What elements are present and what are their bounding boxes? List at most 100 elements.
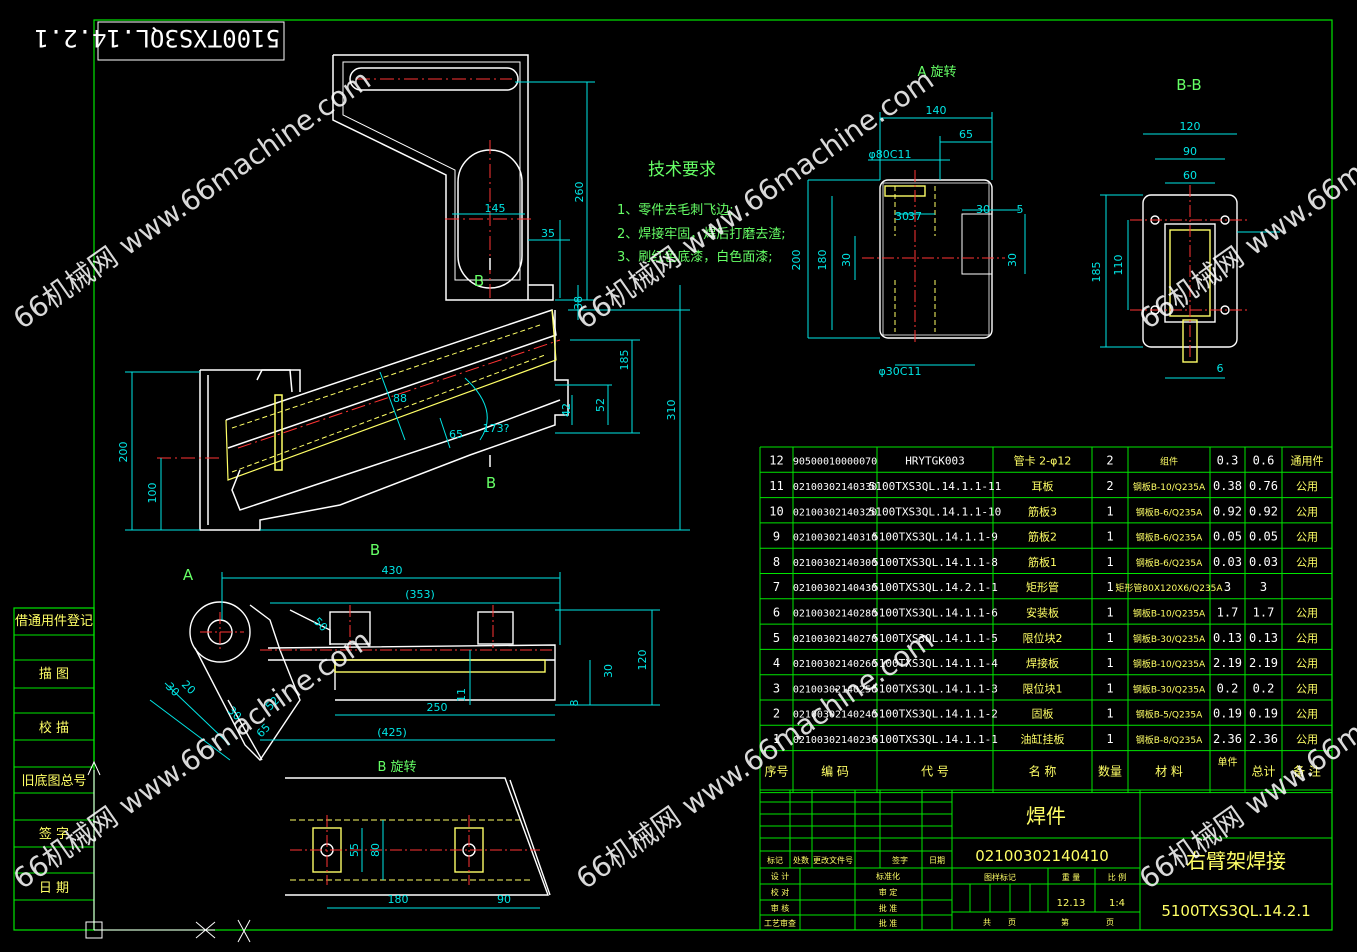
tb-label-count: 处数: [793, 855, 809, 865]
bom-cell-name: 筋板2: [1028, 530, 1057, 544]
bom-header-7: 总计: [1251, 765, 1275, 779]
a-dim-30a: 30: [895, 210, 909, 223]
lower-dim-430: 430: [382, 564, 403, 577]
bom-cell-unit: 0.38: [1213, 479, 1242, 493]
lower-dim-425: (425): [377, 726, 407, 739]
lower-view-centerlines: [200, 605, 555, 652]
dim-310: 310: [665, 400, 678, 421]
view-label-a: A: [183, 566, 194, 584]
bom-header-3: 名 称: [1029, 764, 1057, 779]
bom-cell-note: 通用件: [1291, 455, 1324, 468]
b-rot-dim-180: 180: [388, 893, 409, 906]
a-dim-phi30: φ30C11: [879, 365, 922, 378]
lower-dim-8: 8: [568, 700, 581, 707]
tb-label-approve: 批 准: [879, 903, 898, 913]
side-label-trace: 描 图: [39, 667, 69, 682]
tb-label-change: 更改文件号: [813, 855, 853, 865]
lower-view-dimension-lines: [149, 572, 660, 761]
bb-view-centerlines: [1130, 185, 1250, 360]
bb-view-dimension-lines: [1100, 133, 1280, 379]
bom-cell-ref: 5100TXS3QL.14.1.1-2: [872, 708, 998, 721]
bom-cell-mat: 钢板B-6/Q235A: [1136, 557, 1203, 569]
bom-cell-ref: 5100TXS3QL.14.1.1-9: [872, 531, 998, 544]
bom-cell-note: 公用: [1296, 505, 1318, 518]
b-rot-dim-80: 80: [369, 843, 382, 857]
b-rotated-view-part: [285, 777, 551, 896]
dim-35: 35: [541, 227, 555, 240]
view-label-b-rotated: B 旋转: [377, 760, 416, 775]
bom-cell-ref: 5100TXS3QL.14.1.1-1: [872, 733, 998, 746]
tb-label-scale: 比 例: [1108, 872, 1127, 882]
bom-header-5: 材 料: [1155, 765, 1183, 779]
tb-label-process: 工艺审查: [764, 918, 796, 928]
bom-cell-unit: 0.05: [1213, 530, 1242, 544]
a-view-dimension-lines: [807, 112, 1026, 366]
b-rot-dim-55: 55: [348, 843, 361, 857]
bom-cell-mat: 钢板B-30/Q235A: [1133, 683, 1206, 695]
bb-dim-6: 6: [1217, 362, 1224, 375]
bom-cell-name: 管卡 2-φ12: [1014, 454, 1072, 468]
bom-cell-no: 2: [773, 707, 780, 721]
tech-req-3: 3、刷红色底漆，白色面漆;: [617, 249, 773, 265]
bom-cell-qty: 2: [1106, 454, 1113, 468]
side-registration-column: [14, 634, 94, 901]
section-label-b-mid: B: [370, 541, 380, 559]
bom-cell-mat: 组件: [1160, 456, 1178, 468]
bom-cell-name: 耳板: [1032, 479, 1054, 493]
bom-header-2: 代 号: [921, 765, 949, 779]
watermark-4: 66机械网 www.66machine.com: [7, 623, 377, 896]
bom-cell-unit: 0.03: [1213, 555, 1242, 569]
a-dim-30d: 30: [1006, 253, 1019, 267]
side-label-old-drawing: 旧底图总号: [21, 773, 86, 789]
bom-cell-total: 2.36: [1249, 732, 1278, 746]
lower-dim-11: 11: [455, 688, 468, 702]
bom-cell-name: 焊接板: [1026, 656, 1059, 670]
bom-cell-mat: 钢板B-10/Q235A: [1133, 658, 1206, 670]
bom-cell-mat: 钢板B-30/Q235A: [1133, 633, 1206, 645]
b-rotated-dimension-lines: [327, 820, 540, 909]
tb-label-design: 设 计: [771, 871, 790, 881]
tb-label-page: 第: [1061, 917, 1069, 927]
a-dim-37: 37: [908, 210, 922, 223]
dim-65: 65: [449, 428, 463, 441]
bb-dim-120: 120: [1180, 120, 1201, 133]
bom-cell-mat: 矩形管80X120X6/Q235A: [1115, 582, 1223, 594]
bom-cell-qty: 1: [1106, 656, 1113, 670]
watermark-3: 66机械网 www.66machine.com: [1133, 63, 1357, 336]
tb-label-review: 审 核: [771, 903, 790, 913]
bom-cell-total: 2.19: [1249, 656, 1278, 670]
a-dim-65: 65: [959, 128, 973, 141]
title-part-code: 02100302140410: [975, 847, 1109, 865]
bom-cell-code: 02100302140430: [793, 583, 877, 594]
side-label-date: 日 期: [39, 881, 69, 896]
a-dim-30b: 30: [976, 203, 990, 216]
bom-cell-code: 02100302140230: [793, 735, 877, 746]
bom-cell-unit: 0.3: [1217, 454, 1239, 468]
bb-dim-110: 110: [1112, 255, 1125, 276]
bom-cell-ref: 5100TXS3QL.14.2.1-1: [872, 581, 998, 594]
bom-cell-total: 0.76: [1249, 479, 1278, 493]
side-label-check-trace: 校 描: [39, 720, 69, 736]
bom-cell-qty: 1: [1106, 681, 1113, 695]
title-part-type: 焊件: [1026, 804, 1066, 828]
bom-cell-note: 公用: [1296, 606, 1318, 619]
bom-cell-note: 公用: [1296, 556, 1318, 569]
bom-cell-ref: HRYTGK003: [905, 455, 965, 468]
dim-42: 42: [560, 403, 573, 417]
bom-cell-unit: 1.7: [1217, 605, 1239, 619]
bom-cell-no: 11: [769, 479, 783, 493]
title-scale: 1:4: [1109, 898, 1125, 909]
bom-cell-note: 公用: [1296, 682, 1318, 695]
bom-cell-no: 10: [769, 504, 783, 518]
bom-cell-name: 限位块2: [1023, 631, 1063, 645]
bom-cell-no: 7: [773, 580, 780, 594]
bb-dim-90: 90: [1183, 145, 1197, 158]
main-view-dimension-lines: [125, 81, 690, 531]
bom-cell-name: 筋板1: [1028, 555, 1057, 569]
bom-cell-unit: 0.92: [1213, 504, 1242, 518]
a-dim-5: 5: [1017, 203, 1024, 216]
lower-dim-250: 250: [427, 701, 448, 714]
bom-cell-name: 筋板3: [1028, 504, 1057, 518]
bom-cell-qty: 1: [1106, 707, 1113, 721]
main-view-centerlines: [157, 78, 561, 459]
